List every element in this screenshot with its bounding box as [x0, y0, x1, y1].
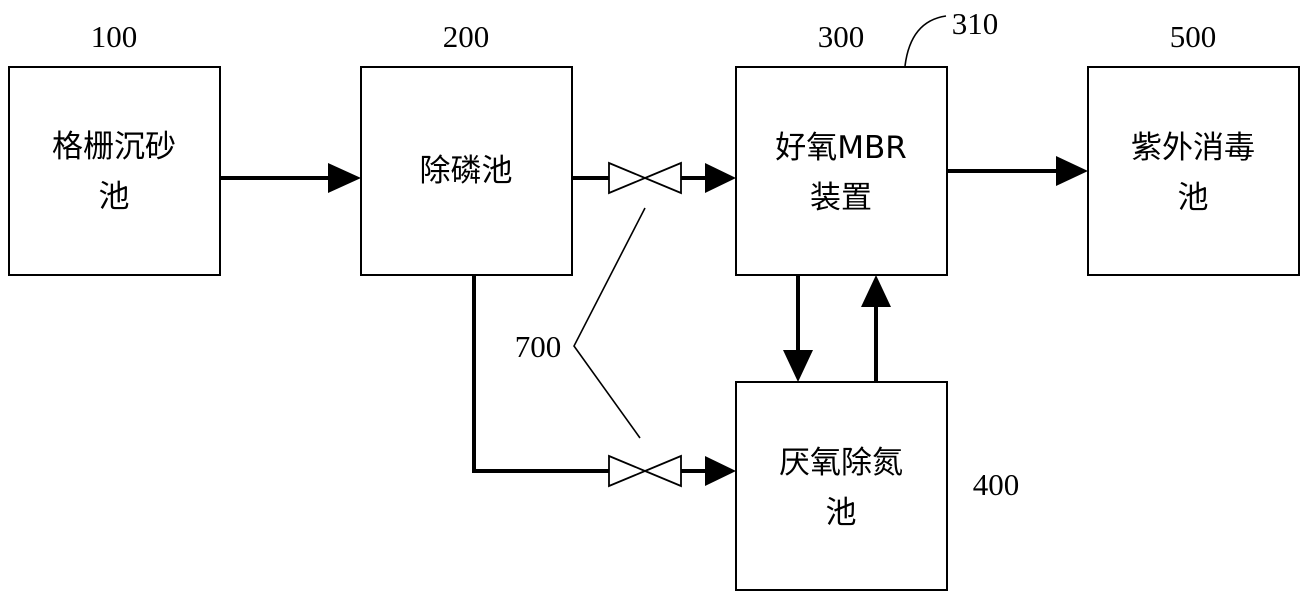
ref-500: 500	[1170, 19, 1217, 54]
ref-700: 700	[515, 329, 562, 364]
valve-lower	[608, 454, 682, 488]
arrow-head-into-400	[705, 456, 736, 486]
leader-line-700	[573, 207, 646, 439]
valve-upper	[608, 161, 682, 195]
aerobic-mbr-label-line2: 装置	[810, 180, 872, 216]
anaerobic-tank-label-line2: 池	[826, 495, 857, 531]
arrow-head-down-into-400	[783, 350, 813, 382]
anaerobic-tank-label-line1: 厌氧除氮	[779, 445, 903, 481]
aerobic-mbr-box	[735, 66, 948, 276]
uv-tank-label-line2: 池	[1178, 180, 1209, 216]
flow-line-200-to-lower-valve	[472, 275, 609, 473]
aerobic-mbr-label-line1: 好氧MBR	[775, 130, 907, 166]
ref-100: 100	[91, 19, 138, 54]
arrow-head-into-200	[328, 163, 361, 193]
grit-chamber-box	[8, 66, 221, 276]
ref-310: 310	[952, 6, 999, 41]
ref-400: 400	[973, 467, 1020, 502]
phosphorus-removal-tank-box	[360, 66, 573, 276]
arrow-head-up-into-300	[861, 275, 891, 307]
uv-disinfection-tank-box	[1087, 66, 1300, 276]
anaerobic-denitrification-tank-box	[735, 381, 948, 591]
ref-300: 300	[818, 19, 865, 54]
ref-200: 200	[443, 19, 490, 54]
grit-chamber-label-line2: 池	[99, 179, 130, 215]
arrow-head-into-500	[1056, 156, 1088, 186]
leader-line-310	[904, 15, 947, 67]
phosphorus-removal-tank-label: 除磷池	[420, 153, 513, 189]
uv-tank-label-line1: 紫外消毒	[1131, 130, 1255, 166]
arrow-head-into-300	[705, 163, 736, 193]
grit-chamber-label-line1: 格栅沉砂	[52, 129, 176, 165]
